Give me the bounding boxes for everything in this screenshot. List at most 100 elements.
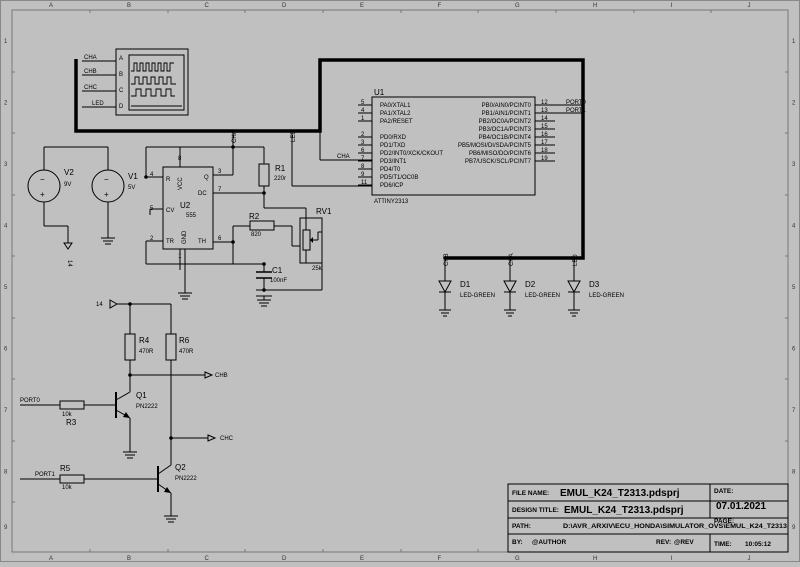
net-label-port0-in: PORT0 (20, 398, 41, 404)
c1-value: 100nF (270, 278, 287, 284)
svg-text:TR: TR (166, 239, 175, 245)
rev-value: @REV (674, 539, 694, 546)
r6-ref: R6 (179, 336, 190, 345)
u1-right-pin-number: 14 (541, 116, 548, 122)
net-label-port0: PORT0 (566, 100, 587, 106)
c1-ref: C1 (272, 266, 283, 275)
ruler-col-label: J (748, 3, 751, 9)
u1-left-pins: PA0/XTAL15PA1/XTAL24PA2/RESET1PD0/RXD2PD… (358, 100, 443, 189)
r4-value: 470R (139, 349, 154, 355)
r2-value: 820 (251, 232, 262, 238)
voltage-source-v1[interactable]: − + V1 5V (91, 147, 138, 245)
resistor-r6[interactable]: R6 470R (165, 333, 194, 361)
resistor-r4[interactable]: R4 470R (124, 333, 154, 361)
ruler-col-label: E (360, 556, 364, 562)
ruler-row-label: 8 (4, 470, 8, 476)
potentiometer-rv1[interactable]: RV1 25k (299, 207, 332, 272)
led-ref: D3 (589, 280, 600, 289)
u1-ref: U1 (374, 88, 385, 97)
svg-text:TH: TH (198, 239, 206, 245)
voltage-source-v2[interactable]: − + V2 9V 14 (27, 146, 108, 267)
u2-wiring (145, 131, 323, 307)
resistor-r2[interactable]: R2 820 (249, 212, 275, 238)
resistor-r1[interactable]: R1 220r (258, 163, 286, 187)
r6-value: 470R (179, 349, 194, 355)
svg-text:2: 2 (150, 236, 154, 242)
rv1-ref: RV1 (316, 207, 332, 216)
q1-value: PN2222 (136, 404, 158, 410)
u1-left-pin-label: PD5/T1/OC0B (380, 175, 418, 181)
oscilloscope[interactable]: CHA CHB CHC LED A B C D (82, 48, 189, 116)
ruler-row-label: 1 (792, 39, 796, 45)
inner-border (11, 9, 789, 553)
u1-left-pin-label: PA1/XTAL2 (380, 111, 411, 117)
scope-trace-c (131, 88, 175, 97)
u1-left-pin-label: PD4/T0 (380, 167, 401, 173)
net-label-port1-in: PORT1 (35, 472, 56, 478)
ruler-col-label: F (438, 556, 442, 562)
ruler-col-label: D (282, 3, 287, 9)
resistor-r3[interactable]: 10k R3 (59, 400, 85, 427)
transistor-q2[interactable]: Q2 PN2222 (157, 463, 197, 494)
svg-text:FILE NAME:: FILE NAME: (512, 490, 549, 497)
r3-value: 10k (62, 412, 73, 418)
svg-text:7: 7 (218, 187, 222, 193)
u1-left-pin-label: PD2/INT0/XCK/CKOUT (380, 151, 443, 157)
ruler-col-label: A (49, 556, 53, 562)
ruler-col-label: C (205, 556, 210, 562)
led-net-label: CHA (509, 253, 515, 266)
u2-ref: U2 (180, 201, 191, 210)
timer-u2[interactable]: R VCC DC Q CV TR GND TH U2 555 4 8 7 3 5… (150, 156, 222, 260)
u1-left-pin-label: PD6/ICP (380, 183, 403, 189)
v2-value: 9V (64, 182, 71, 188)
bus-line[interactable] (74, 58, 585, 260)
svg-text:REV:: REV: (656, 539, 671, 546)
capacitor-c1[interactable]: C1 100nF (256, 266, 287, 284)
u1-left-pin-number: 7 (361, 156, 365, 162)
svg-text:−: − (40, 175, 45, 184)
ruler-row-label: 5 (792, 285, 796, 291)
u1-left-pin-number: 4 (361, 108, 365, 114)
u1-left-pin-number: 11 (361, 180, 368, 186)
net-label-cha: CHA (232, 130, 238, 143)
u1-right-pin-label: PB0/AIN0/PCINT0 (482, 103, 532, 109)
ruler-col-label: H (593, 3, 597, 9)
svg-text:+: + (40, 190, 45, 199)
scope-screen (128, 54, 185, 111)
v2-ref: V2 (64, 168, 74, 177)
ruler-row-label: 9 (4, 525, 8, 531)
svg-text:GND: GND (182, 230, 188, 244)
r1-value: 220r (274, 176, 286, 182)
transistor-q1[interactable]: Q1 PN2222 (115, 391, 158, 419)
u1-right-pin-label: PB7/USCK/SCL/PCINT7 (465, 159, 532, 165)
design-title: EMUL_K24_T2313.pdsprj (564, 505, 684, 516)
ruler-row-label: 6 (4, 347, 8, 353)
u1-left-pin-number: 8 (361, 164, 365, 170)
ruler-col-label: D (282, 556, 287, 562)
net-label-cha-u1: CHA (337, 154, 350, 160)
svg-text:BY:: BY: (512, 539, 523, 546)
svg-text:CV: CV (166, 208, 174, 214)
svg-text:PATH:: PATH: (512, 523, 531, 530)
microcontroller-u1[interactable]: U1 ATTINY2313 PA0/XTAL15PA1/XTAL24PA2/RE… (358, 88, 555, 205)
svg-text:6: 6 (218, 236, 222, 242)
u1-value: ATTINY2313 (374, 199, 409, 205)
svg-text:PAGE:: PAGE: (714, 518, 734, 525)
u1-left-pin-number: 2 (361, 132, 365, 138)
ruler-row-label: 2 (4, 101, 8, 107)
u1-right-pin-number: 18 (541, 148, 548, 154)
led-group: D1LED-GREENCHBD2LED-GREENCHAD3LED-GREENL… (438, 253, 624, 317)
q2-ref: Q2 (175, 463, 186, 472)
u2-body (162, 166, 214, 250)
scope-pin-label: B (119, 72, 123, 78)
u1-right-pin-label: PB2/OC0A/PCINT2 (479, 119, 532, 125)
u1-left-pin-label: PD0/RXD (380, 135, 407, 141)
transistor-stage-wiring (20, 299, 208, 523)
resistor-r5[interactable]: R5 10k (59, 464, 85, 491)
led-net-label: LED (573, 254, 579, 266)
